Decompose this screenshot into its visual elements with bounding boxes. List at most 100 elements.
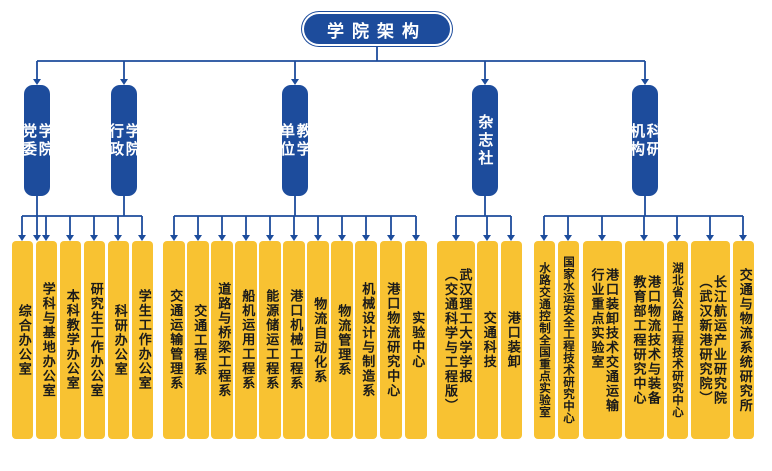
arrow-head — [387, 235, 395, 241]
arrow-head — [138, 235, 146, 241]
leaf-label: 港口物流技术与装备 教育部工程研究中心 — [630, 274, 661, 406]
branch-teaching-units: 教学 单位 — [278, 85, 313, 196]
leaf-label: 水路交通控制全国重点实验室 — [537, 262, 552, 418]
arrow-head — [452, 235, 460, 241]
leaf-dept-port-machinery: 港口机械工程系 — [283, 241, 305, 439]
leaf-yangtze-shipping-institute: 长江航运产业研究院 ︵武汉新港研究院︶ — [691, 241, 730, 439]
leaf-label: 物流管理系 — [335, 303, 351, 377]
leaf-hubei-highway-center: 湖北省公路工程技术研究中心 — [667, 241, 688, 439]
leaf-label: 港口装卸 — [504, 311, 520, 369]
arrow-head — [564, 235, 572, 241]
leaf-port-logistics-center: 港口物流研究中心 — [380, 241, 402, 439]
leaf-label: 港口物流研究中心 — [384, 282, 400, 398]
leaf-water-safety-center: 国家水运安全工程技术研究中心 — [558, 241, 579, 439]
branch-label: 学院 行政 — [107, 122, 142, 159]
leaf-label: 长江航运产业研究院 ︵武汉新港研究院︶ — [696, 274, 727, 406]
arrow-head — [290, 235, 298, 241]
arrow-head — [338, 235, 346, 241]
arrow-head — [412, 235, 420, 241]
arrow-head — [540, 235, 548, 241]
arrow-head — [598, 235, 606, 241]
arrow-head — [42, 235, 50, 241]
leaf-dept-mech-design: 机械设计与制造系 — [355, 241, 377, 439]
leaf-waterway-control-lab: 水路交通控制全国重点实验室 — [534, 241, 555, 439]
leaf-journal-port-handling: 港口装卸 — [501, 241, 522, 439]
leaf-dept-marine-engine: 船机运用工程系 — [235, 241, 257, 439]
branch-label: 杂志社 — [476, 113, 495, 168]
leaf-lab-center: 实验中心 — [405, 241, 427, 439]
root-title: 学院架构 — [304, 14, 450, 44]
leaf-label: 交通工程系 — [191, 303, 207, 377]
leaf-label: 本科教学办公室 — [63, 289, 79, 391]
leaf-label: 交通运输管理系 — [167, 289, 183, 391]
arrow-head — [120, 79, 128, 85]
leaf-label: 船机运用工程系 — [239, 289, 255, 391]
leaf-label: 港口装卸技术交通运输 行业重点实验室 — [588, 267, 619, 413]
arrow-head — [66, 235, 74, 241]
branch-administration: 学院 行政 — [107, 85, 142, 196]
leaf-journal-whut: 武汉理工大学学报 ︵交通科学与工程版︶ — [437, 241, 475, 439]
branch-research-institutes: 科研 机构 — [628, 85, 663, 196]
arrow-head — [739, 235, 747, 241]
arrow-head — [362, 235, 370, 241]
leaf-research-office: 科研办公室 — [108, 241, 129, 439]
arrow-head — [90, 235, 98, 241]
leaf-label: 港口机械工程系 — [287, 289, 303, 391]
leaf-label: 综合办公室 — [15, 303, 31, 377]
arrow-head — [673, 235, 681, 241]
leaf-label: 能源储运工程系 — [263, 289, 279, 391]
leaf-dept-logistics-mgmt: 物流管理系 — [331, 241, 353, 439]
leaf-dept-road-bridge: 道路与桥梁工程系 — [211, 241, 233, 439]
leaf-label: 物流自动化系 — [311, 296, 327, 384]
arrow-head — [194, 235, 202, 241]
arrow-head — [481, 79, 489, 85]
leaf-label: 武汉理工大学学报 ︵交通科学与工程版︶ — [442, 267, 472, 413]
leaf-dept-logistics-automation: 物流自动化系 — [307, 241, 329, 439]
arrow-head — [706, 235, 714, 241]
arrow-head — [242, 235, 250, 241]
branch-magazine: 杂志社 — [472, 85, 498, 196]
arrow-head — [641, 79, 649, 85]
leaf-port-logistics-eng-center: 港口物流技术与装备 教育部工程研究中心 — [625, 241, 664, 439]
arrow-head — [18, 235, 26, 241]
branch-label: 教学 单位 — [278, 122, 313, 159]
arrow-head — [640, 235, 648, 241]
arrow-head — [218, 235, 226, 241]
leaf-label: 道路与桥梁工程系 — [215, 282, 231, 398]
leaf-label: 交通与物流系统研究所 — [736, 267, 752, 413]
arrow-head — [507, 235, 515, 241]
leaf-label: 学科与基地办公室 — [39, 282, 55, 398]
leaf-discipline-office: 学科与基地办公室 — [36, 241, 57, 439]
arrow-head — [114, 235, 122, 241]
arrow-head — [314, 235, 322, 241]
leaf-transport-logistics-institute: 交通与物流系统研究所 — [733, 241, 754, 439]
arrow-head — [33, 79, 41, 85]
branch-label: 科研 机构 — [628, 122, 663, 159]
leaf-label: 湖北省公路工程技术研究中心 — [670, 262, 685, 418]
leaf-journal-transport-tech: 交通科技 — [477, 241, 498, 439]
leaf-label: 研究生工作办公室 — [87, 282, 103, 398]
arrow-head — [483, 235, 491, 241]
leaf-dept-energy-storage: 能源储运工程系 — [259, 241, 281, 439]
leaf-dept-traffic-eng: 交通工程系 — [187, 241, 209, 439]
leaf-label: 交通科技 — [480, 311, 496, 369]
leaf-undergrad-office: 本科教学办公室 — [60, 241, 81, 439]
arrow-head — [266, 235, 274, 241]
branch-label: 学院 党委 — [20, 122, 55, 159]
arrow-head — [170, 235, 178, 241]
leaf-label: 国家水运安全工程技术研究中心 — [561, 256, 576, 424]
leaf-port-handling-lab: 港口装卸技术交通运输 行业重点实验室 — [583, 241, 622, 439]
leaf-graduate-office: 研究生工作办公室 — [84, 241, 105, 439]
root-title-text: 学院架构 — [327, 21, 427, 42]
leaf-student-office: 学生工作办公室 — [132, 241, 153, 439]
branch-party-committee: 学院 党委 — [20, 85, 55, 196]
arrow-head — [33, 235, 41, 241]
leaf-label: 学生工作办公室 — [135, 289, 151, 391]
leaf-dept-transport-mgmt: 交通运输管理系 — [163, 241, 185, 439]
leaf-label: 机械设计与制造系 — [359, 282, 375, 398]
leaf-label: 实验中心 — [409, 311, 425, 369]
leaf-general-office: 综合办公室 — [12, 241, 33, 439]
arrow-head — [291, 79, 299, 85]
leaf-label: 科研办公室 — [111, 303, 127, 377]
